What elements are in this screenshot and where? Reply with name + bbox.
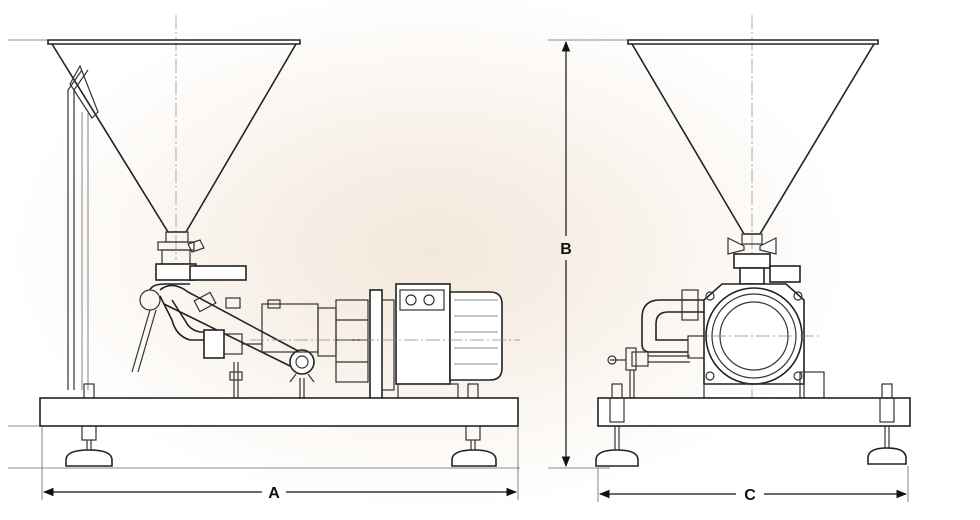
dimension-c: C [597, 466, 909, 504]
side-motor [250, 283, 520, 399]
dimension-c-label: C [744, 487, 756, 504]
front-view: B [548, 15, 911, 504]
dimension-b-label: B [560, 241, 572, 258]
dimension-b: B [560, 40, 572, 468]
front-hopper [627, 39, 879, 245]
front-internal-leg [629, 370, 635, 398]
side-support-post [67, 64, 99, 390]
side-pipework [131, 283, 315, 383]
front-pipework [607, 289, 705, 371]
side-valve [155, 239, 247, 281]
front-pump [690, 283, 825, 399]
side-view: A [8, 15, 520, 502]
side-base-frame [8, 397, 520, 469]
side-internal-legs [229, 362, 305, 398]
side-pump [261, 289, 395, 401]
side-foot-right [451, 383, 497, 467]
dimension-a: A [41, 426, 519, 502]
front-foot-right [867, 383, 907, 465]
side-foot-left [65, 383, 113, 467]
front-foot-left [595, 383, 639, 467]
front-valve [727, 237, 801, 285]
dimension-a-label: A [268, 485, 280, 502]
front-base-frame [597, 397, 911, 427]
side-hopper [47, 39, 301, 243]
